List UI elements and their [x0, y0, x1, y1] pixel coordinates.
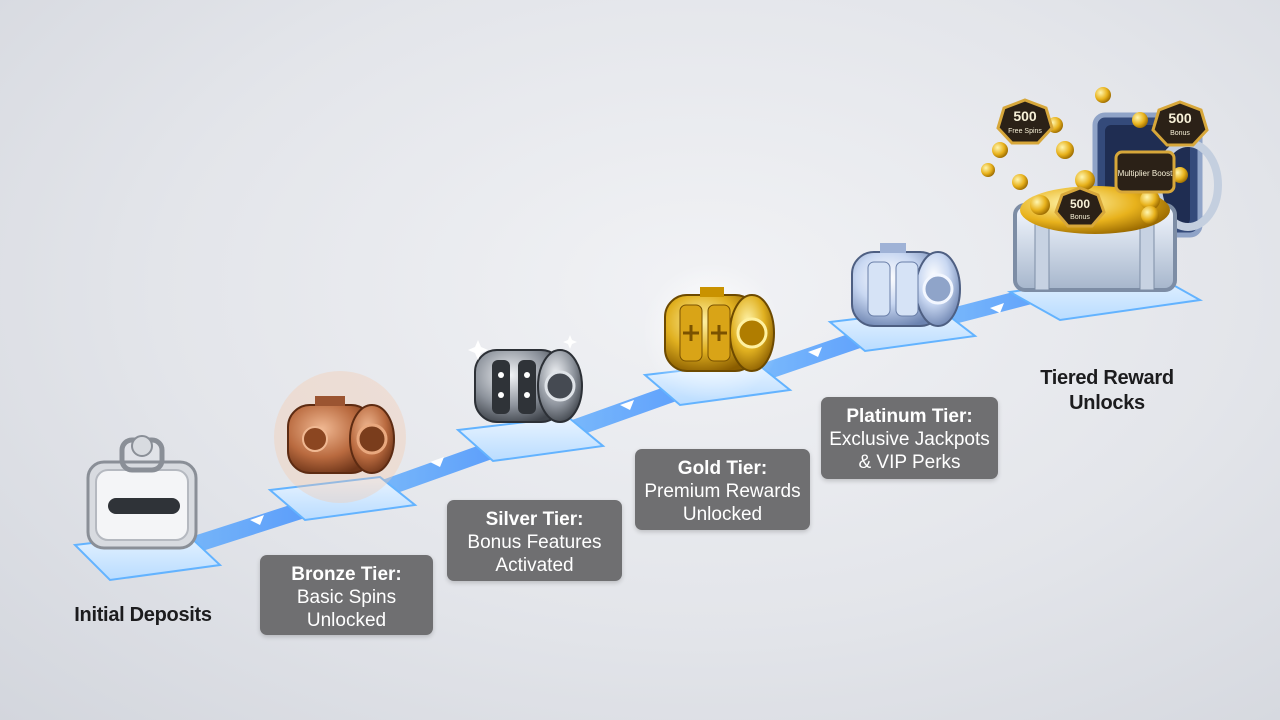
free-spins-value: 500 — [1013, 108, 1037, 124]
bronze-tier-line2: Unlocked — [306, 610, 387, 631]
arrow-icon — [250, 515, 264, 525]
bonus-text: Bonus — [1170, 130, 1190, 137]
platinum-tier-line2: & VIP Perks — [858, 452, 961, 473]
platinum-reel-icon — [851, 243, 961, 327]
gold-tier-label: Gold Tier: Premium Rewards Unlocked — [635, 449, 810, 530]
bronze-reel-icon — [274, 371, 406, 503]
arrow-icon — [620, 400, 634, 410]
platinum-tier-line1: Exclusive Jackpots — [829, 429, 990, 450]
free-spins-text: Free Spins — [1008, 128, 1042, 135]
multiplier-tag: Multiplier Boost — [1114, 150, 1176, 194]
platinum-tier-label: Platinum Tier: Exclusive Jackpots & VIP … — [821, 397, 998, 479]
multiplier-text: Multiplier Boost — [1118, 169, 1173, 178]
initial-deposits-text: Initial Deposits — [74, 604, 212, 626]
bronze-tier-line1: Basic Spins — [296, 587, 397, 608]
silver-tier-label: Silver Tier: Bonus Features Activated — [447, 500, 622, 581]
wallet-icon — [86, 435, 198, 550]
gold-reel-icon — [642, 262, 782, 402]
free-spins-badge: 500 Free Spins — [996, 98, 1054, 145]
bonus-badge: 500 Bonus — [1151, 100, 1209, 147]
bronze-tier-label: Bronze Tier: Basic Spins Unlocked — [260, 555, 433, 635]
arrow-icon — [430, 457, 444, 467]
tiered-reward-line2: Unlocks — [1069, 392, 1145, 414]
gold-tier-line1: Premium Rewards — [644, 481, 801, 502]
silver-tier-line2: Activated — [495, 555, 574, 576]
arrow-icon — [808, 347, 822, 357]
silver-tier-title: Silver Tier: — [485, 509, 584, 530]
bonus-value: 500 — [1168, 110, 1192, 126]
front-bonus-badge: 500 Bonus — [1054, 186, 1106, 228]
silver-tier-line1: Bonus Features — [467, 532, 602, 553]
initial-deposits-label: Initial Deposits — [58, 603, 228, 628]
arrow-icon — [990, 303, 1004, 313]
gold-tier-title: Gold Tier: — [677, 458, 768, 479]
tiered-reward-line1: Tiered Reward — [1040, 367, 1174, 389]
platform-bronze — [267, 475, 418, 522]
platinum-tier-title: Platinum Tier: — [846, 406, 973, 427]
front-bonus-value: 500 — [1070, 197, 1090, 211]
platforms — [72, 270, 1204, 582]
tiered-reward-label: Tiered Reward Unlocks — [1012, 366, 1202, 416]
silver-reel-icon — [468, 335, 583, 423]
front-bonus-text: Bonus — [1070, 214, 1090, 221]
gold-tier-line2: Unlocked — [682, 504, 763, 525]
bronze-tier-title: Bronze Tier: — [291, 564, 402, 585]
